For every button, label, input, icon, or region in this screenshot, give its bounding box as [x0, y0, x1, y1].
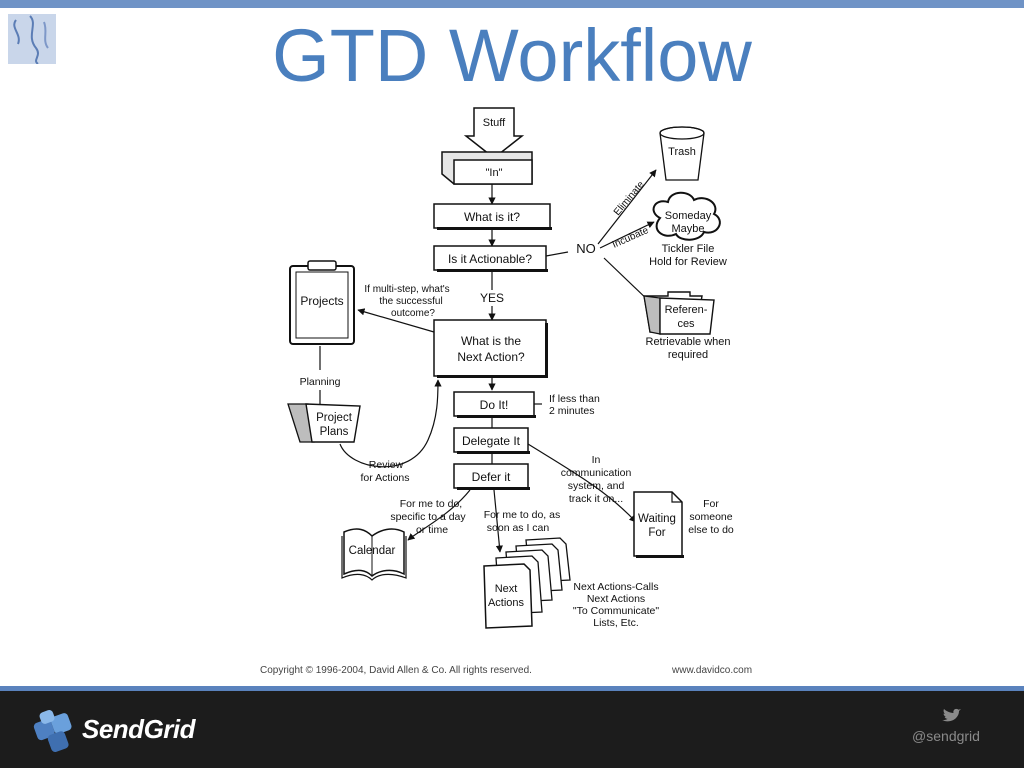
next-actions-label-2: Actions — [488, 597, 525, 609]
projects-label: Projects — [300, 294, 343, 308]
what-is-it-box: What is it? — [433, 203, 552, 230]
retrievable-label-2: required — [668, 349, 708, 361]
reference-label-2: ces — [677, 318, 695, 330]
calendar-book-icon: Calendar — [341, 528, 407, 581]
lists-label-3: "To Communicate" — [573, 605, 660, 617]
waiting-label-1: Waiting — [638, 513, 676, 525]
website-text: www.davidco.com — [671, 665, 752, 676]
specific-label-3: or time — [416, 524, 448, 536]
project-plans-label-1: Project — [316, 412, 353, 424]
project-plans-label-2: Plans — [320, 426, 349, 438]
next-actions-label-1: Next — [495, 583, 518, 595]
copyright-text: Copyright © 1996-2004, David Allen & Co.… — [260, 665, 532, 676]
no-label: NO — [576, 241, 596, 256]
waiting-for-document-icon: Waiting For — [633, 491, 684, 558]
delegate-it-box: Delegate It — [453, 427, 530, 454]
someday-label-1: Someday — [665, 210, 712, 222]
multistep-label-1: If multi-step, what's — [364, 284, 449, 295]
lists-label-1: Next Actions-Calls — [573, 581, 658, 593]
footer-bar — [0, 691, 1024, 768]
in-label: "In" — [486, 167, 503, 179]
slide-title: GTD Workflow — [272, 14, 752, 97]
calendar-label: Calendar — [349, 545, 396, 557]
waiting-label-2: For — [648, 527, 665, 539]
yes-label: YES — [480, 291, 504, 305]
project-plans-folder-icon: Project Plans — [287, 403, 361, 443]
stuff-label: Stuff — [483, 117, 506, 129]
reference-label-1: Referen- — [665, 304, 708, 316]
planning-label: Planning — [300, 376, 341, 388]
footer-accent-rule — [0, 686, 1024, 691]
specific-label-2: specific to a day — [390, 511, 466, 523]
defer-it-box: Defer it — [453, 463, 530, 490]
multistep-label-3: outcome? — [391, 308, 435, 319]
asap-label-1: For me to do, as — [484, 509, 560, 521]
comm-label-3: system, and — [568, 480, 625, 492]
someone-label-3: else to do — [688, 524, 734, 536]
specific-label-1: For me to do, — [400, 498, 462, 510]
what-is-it-label: What is it? — [464, 210, 520, 224]
lists-label-2: Next Actions — [587, 593, 645, 605]
in-tray: "In" — [441, 151, 533, 185]
twitter-bird-icon — [942, 708, 961, 722]
do-it-box: Do It! — [453, 391, 536, 418]
corner-logo-icon — [8, 14, 56, 64]
brand-name: SendGrid — [82, 714, 196, 744]
is-actionable-box: Is it Actionable? — [433, 245, 548, 272]
tickler-label-2: Hold for Review — [649, 256, 727, 268]
sendgrid-logo-icon — [33, 710, 72, 753]
comm-label-1: In — [592, 454, 601, 466]
trash-bin-icon: Trash — [659, 126, 705, 181]
next-action-label-1: What is the — [461, 334, 521, 348]
two-min-label-1: If less than — [549, 393, 600, 405]
review-label-2: for Actions — [360, 472, 409, 484]
two-min-label-2: 2 minutes — [549, 405, 595, 417]
twitter-handle: @sendgrid — [912, 728, 980, 744]
next-actions-folders-icon: Next Actions — [483, 537, 571, 629]
comm-label-4: track it on... — [569, 493, 623, 505]
top-accent-bar — [0, 0, 1024, 8]
review-label-1: Review — [369, 459, 404, 471]
reference-folder-icon: Referen- ces — [643, 291, 715, 335]
asap-label-2: soon as I can — [487, 522, 550, 534]
incubate-label: Incubate — [611, 225, 651, 251]
do-it-label: Do It! — [480, 398, 509, 412]
gtd-flowchart: Stuff "In" What is it? Is it Actionable?… — [260, 107, 752, 676]
tickler-label-1: Tickler File — [662, 243, 715, 255]
is-actionable-label: Is it Actionable? — [448, 252, 532, 266]
trash-label: Trash — [668, 146, 696, 158]
lists-label-4: Lists, Etc. — [593, 617, 639, 629]
delegate-it-label: Delegate It — [462, 434, 521, 448]
someone-label-1: For — [703, 498, 719, 510]
retrievable-label-1: Retrievable when — [646, 336, 731, 348]
someday-maybe-cloud-icon: Someday Maybe — [652, 191, 721, 241]
someday-label-2: Maybe — [671, 223, 704, 235]
stuff-box: Stuff — [463, 107, 525, 159]
someone-label-2: someone — [689, 511, 732, 523]
eliminate-label: Eliminate — [612, 179, 647, 218]
multistep-label-2: the successful — [379, 296, 442, 307]
next-action-label-2: Next Action? — [457, 350, 525, 364]
defer-it-label: Defer it — [472, 470, 511, 484]
next-action-box: What is the Next Action? — [433, 319, 548, 378]
projects-clipboard-icon: Projects — [289, 260, 355, 345]
comm-label-2: communication — [561, 467, 632, 479]
